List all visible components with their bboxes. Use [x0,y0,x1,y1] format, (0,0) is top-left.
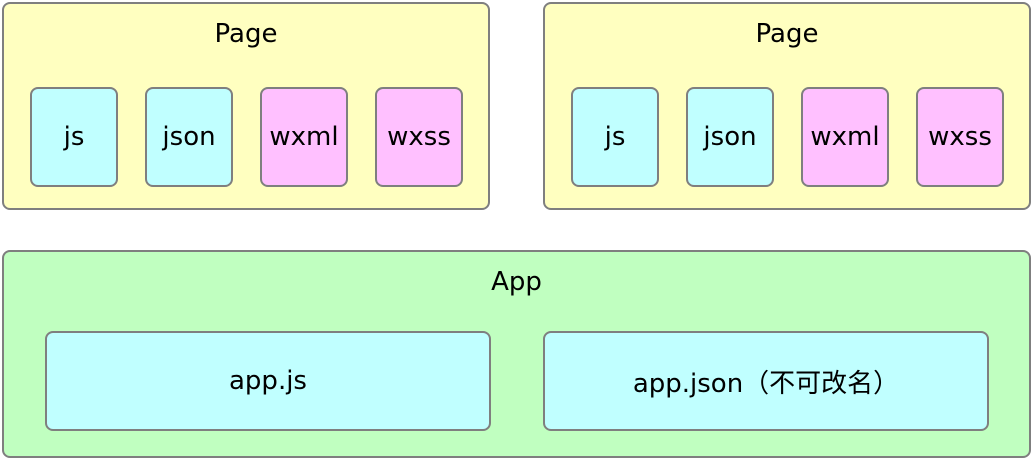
page-title: Page [755,19,819,49]
app-file-js: app.js [45,331,491,431]
page-file-wxss: wxss [375,87,463,187]
page-file-wxml: wxml [801,87,889,187]
page-container-1: Page js json wxml wxss [2,2,490,210]
page-file-json: json [145,87,233,187]
page-container-2: Page js json wxml wxss [543,2,1031,210]
page-file-js: js [571,87,659,187]
app-title: App [491,267,542,297]
page-title: Page [214,19,278,49]
page-file-js: js [30,87,118,187]
page-file-json: json [686,87,774,187]
page-file-wxml: wxml [260,87,348,187]
page-file-wxss: wxss [916,87,1004,187]
app-container: App app.js app.json（不可改名） [2,250,1031,458]
app-file-json: app.json（不可改名） [543,331,989,431]
